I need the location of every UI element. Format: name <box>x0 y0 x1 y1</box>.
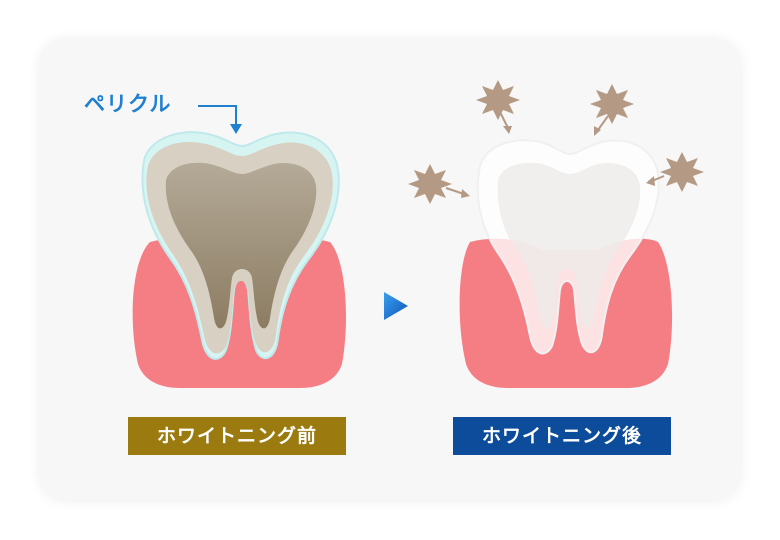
stain-particle-left <box>408 164 470 204</box>
after-badge-bg <box>453 417 671 455</box>
stain-particle-top-left <box>476 80 520 134</box>
stain-particle-top-right <box>590 84 634 136</box>
before-whitening-label: ホワイトニング前 <box>156 425 317 447</box>
stain-particle-right <box>646 152 704 192</box>
tooth-after <box>459 139 673 388</box>
pellicle-pointer-arrowhead <box>230 124 242 134</box>
arrow-right-icon <box>384 292 408 320</box>
tooth-stain <box>165 162 317 329</box>
after-whitening-label: ホワイトニング後 <box>481 425 642 447</box>
tooth-core-after <box>497 162 641 329</box>
tooth-before <box>132 131 346 388</box>
pellicle-label: ペリクル <box>84 92 172 116</box>
stain-particles <box>408 80 704 204</box>
before-badge-bg <box>128 417 346 455</box>
pellicle-pointer-line <box>198 105 237 128</box>
